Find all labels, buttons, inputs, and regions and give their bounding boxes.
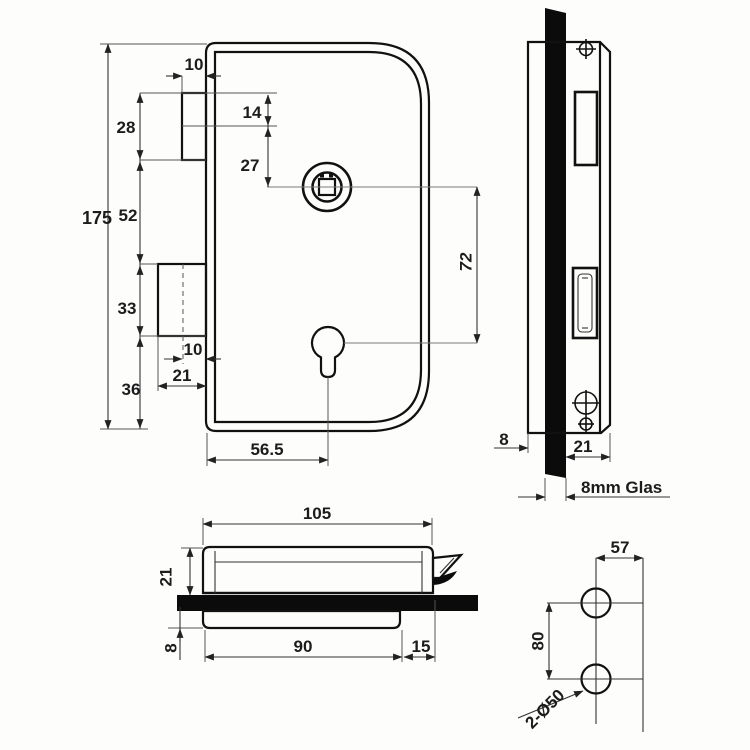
screw-top: [576, 39, 596, 59]
side-view: 8 21 8mm Glas: [494, 8, 670, 501]
dim-edge-distance-label: 15: [412, 637, 431, 656]
strike-cutout-upper: [573, 90, 599, 167]
glass-pane-side: [545, 8, 566, 478]
keyhole: [310, 325, 346, 379]
top-view-body: [201, 545, 435, 595]
glass-note-label: 8mm Glas: [581, 478, 662, 497]
dim-cover-thickness-label: 8: [499, 430, 508, 449]
dim-keyhole-offset-label: 56.5: [250, 440, 283, 459]
dim-hook-half-width-label: 10: [184, 340, 203, 359]
dim-33-label: 33: [118, 299, 137, 318]
glass-pane-top: [177, 595, 478, 611]
cover-plate-top-view: [201, 609, 402, 630]
dim-overall-height-label: 175: [82, 208, 112, 228]
side-view-dimension-lines: [494, 433, 670, 501]
dim-52-label: 52: [119, 206, 138, 225]
dim-hole-spacing-label: 80: [529, 632, 548, 651]
dim-width-label: 105: [303, 504, 331, 523]
dim-14-label: 14: [243, 103, 262, 122]
hook-top-view: [431, 553, 464, 585]
top-view-dimension-lines: [168, 518, 436, 662]
holes-leader-line: [517, 690, 584, 719]
screw-small: [578, 417, 594, 431]
front-view-dimension-lines: [100, 43, 481, 466]
dim-hole-to-edge-label: 57: [611, 538, 630, 557]
dim-upper-depth-label: 21: [157, 568, 176, 587]
spindle-mark-right: [329, 174, 333, 178]
strike-cutout-lower: [571, 266, 599, 340]
dim-27-label: 27: [241, 156, 260, 175]
screw-large: [572, 390, 600, 433]
dim-hook-width-label: 21: [173, 366, 192, 385]
hook-bolt-box: [156, 262, 208, 338]
spindle-mark-left: [320, 174, 324, 178]
holes-count-label: 2-Ø50: [522, 686, 569, 733]
lock-case-inner: [213, 50, 423, 424]
dim-lower-depth-label: 8: [162, 643, 181, 652]
dim-latch-height-label: 28: [117, 118, 136, 137]
front-view: 10 14 28 27 175 52 33 10 21 36 56.5 72: [82, 41, 481, 466]
top-view: 105 21 8 90 15: [157, 504, 478, 662]
lock-case-outline: [204, 41, 431, 433]
dim-spindle-to-keyhole-label: 72: [457, 252, 476, 271]
dim-36-label: 36: [122, 380, 141, 399]
dim-body-thickness-label: 21: [574, 437, 593, 456]
dim-latch-protrusion-label: 10: [185, 55, 204, 74]
dim-plate-length-label: 90: [294, 637, 313, 656]
bolt-in-cutout: [577, 273, 593, 333]
drill-pattern-view: 57 80 2-Ø50: [517, 538, 644, 733]
